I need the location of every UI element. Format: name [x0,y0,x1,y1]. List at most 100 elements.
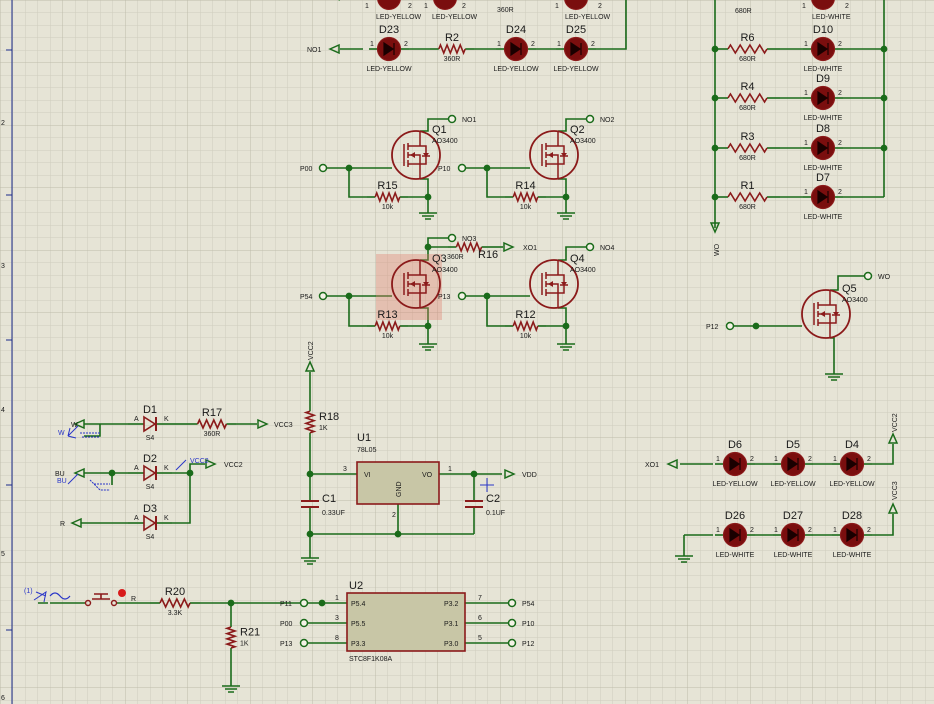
led-d26-pin1: 1 [716,527,720,534]
mosfet-q5 [801,289,851,339]
ruler-mark: 3 [1,263,5,270]
led-d7-pin2: 2 [838,189,842,196]
terminal-p10 [457,163,467,173]
led-partial-3 [564,0,588,10]
ruler-mark: 5 [1,551,5,558]
led-d27-pin1: 1 [774,527,778,534]
net-arrow-vcc2-r18 [304,360,316,372]
led-partial-2 [433,0,457,10]
led-d10-pin1: 1 [804,41,808,48]
diode-d1-cathode: K [164,416,169,423]
ground-u1 [301,557,319,565]
terminal-p54 [318,291,328,301]
led-d26-type: LED-WHITE [716,552,755,559]
blue-marker-w [80,432,100,438]
wire [348,296,367,327]
ground-r21 [222,685,240,693]
mosfet-q3-diode [423,282,429,286]
generator-label: (1) [24,588,33,595]
diode-d2-value: S4 [146,484,155,491]
led-d25-glyph [570,41,582,57]
wire [420,118,448,132]
diode-d1-value: S4 [146,435,155,442]
led-d23-ref: D23 [379,24,399,36]
led-d8-glyph [817,140,829,156]
diode-d2-cathode: K [164,465,169,472]
terminal-p00 [318,163,328,173]
resistor-r16-value: 360R [447,254,464,261]
capacitor-c1-value: 0.33UF [322,510,345,517]
led-d9-glyph [817,90,829,106]
net-arrow-xo1 [503,241,515,253]
led-d28-glyph [846,527,858,543]
regulator-u1 [356,461,440,505]
ground-q2 [557,212,575,220]
diode-d1-anode: A [134,416,139,423]
wires [38,0,899,693]
led-d4-glyph [846,456,858,472]
wire [84,424,101,437]
mosfet-q4-diode [561,282,567,286]
mcu-u2 [346,592,466,652]
net-label-no3: NO3 [462,236,477,243]
terminal-p13 [457,291,467,301]
led-d25-ref: D25 [566,24,586,36]
net-label-vcc3-leds: VCC3 [892,481,899,500]
wire [420,307,429,336]
wire [596,0,627,50]
mcu-pin-name: P3.3 [351,641,366,648]
resistor-r2-ref: R2 [445,32,459,44]
mcu-pin-num: 8 [335,635,339,642]
led-d25-pin2: 2 [591,41,595,48]
mosfet-q2-value: AO3400 [570,138,596,145]
led-partial-4 [811,0,835,10]
mosfet-q3-ref: Q3 [432,253,447,265]
partial-pin: 2 [598,3,602,10]
led-partial-1 [377,0,401,10]
regulator-pin-vo: VO [422,472,433,479]
resistor-r4-ref: R4 [740,81,754,93]
net-label-p12-q5: P12 [706,324,719,331]
diode-d2-anode: A [134,465,139,472]
resistor-r21 [224,626,238,649]
led-d6-ref: D6 [728,439,742,451]
diode-d3-anode: A [134,515,139,522]
led-d28-pin1: 1 [833,527,837,534]
net-label-p10-mcu: P10 [522,621,535,628]
generator-sine [49,592,71,600]
resistor-r20 [159,597,191,609]
net-label-vcc3: VCC3 [274,422,293,429]
led-d9-type: LED-WHITE [804,115,843,122]
blue-probe-vcc2 [175,459,187,471]
regulator-pin-vi: VI [364,472,371,479]
net-arrow-xo1-leds [666,458,678,470]
blue-label-vcc2: VCC2 [190,458,209,465]
resistor-r14 [512,190,539,204]
led-d5-pin1: 1 [774,456,778,463]
net-label-r: R [60,521,65,528]
led-d5-type: LED-YELLOW [770,481,816,488]
led-d26-glyph [729,527,741,543]
net-label-no1-drain: NO1 [462,117,477,124]
resistor-r18-value: 1K [319,425,328,432]
net-arrow-vdd [504,468,516,480]
ground-q5 [825,373,843,381]
mcu-pin-num: 3 [335,615,339,622]
mosfet-q3-value: AO3400 [432,267,458,274]
resistor-r4 [727,92,768,104]
led-d6-glyph [729,456,741,472]
led-d24-pin1: 1 [497,41,501,48]
probe-marker [480,478,494,492]
blue-probe-bu [67,473,79,485]
mosfet-q1-diode [423,153,429,157]
components [84,0,865,652]
partial-led-type-1: LED-YELLOW [376,14,422,21]
switch-contact-left [84,599,92,607]
resistor-r1-value: 680R [739,204,756,211]
resistor-r3-value: 680R [739,155,756,162]
net-arrow-vcc3 [257,418,269,430]
resistor-r20-value: 3.3K [168,610,183,617]
